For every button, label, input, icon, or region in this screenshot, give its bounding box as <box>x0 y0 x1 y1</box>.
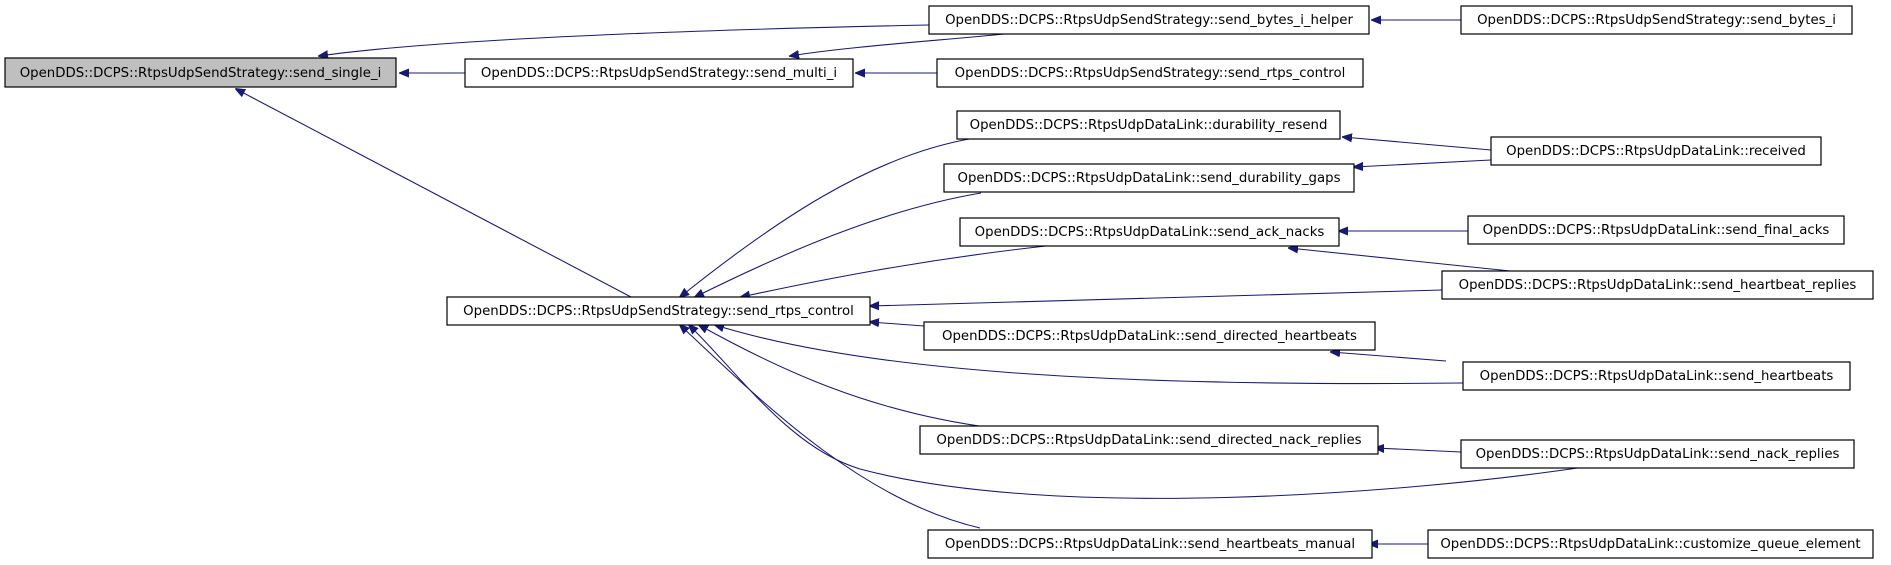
node-send-ack-nacks[interactable]: OpenDDS::DCPS::RtpsUdpDataLink::send_ack… <box>959 217 1340 247</box>
node-label: OpenDDS::DCPS::RtpsUdpSendStrategy::send… <box>1477 13 1836 28</box>
node-label: OpenDDS::DCPS::RtpsUdpDataLink::send_dir… <box>936 433 1361 448</box>
edge-send-nack-replies-to-send-rtps-control <box>689 325 1592 499</box>
node-send-bytes-i-helper[interactable]: OpenDDS::DCPS::RtpsUdpSendStrategy::send… <box>928 5 1370 35</box>
node-send-directed-nack-replies[interactable]: OpenDDS::DCPS::RtpsUdpDataLink::send_dir… <box>919 425 1379 455</box>
node-label: OpenDDS::DCPS::RtpsUdpDataLink::send_hea… <box>1459 278 1857 293</box>
node-strategy-send-rtps-control-top[interactable]: OpenDDS::DCPS::RtpsUdpSendStrategy::send… <box>936 58 1364 88</box>
node-send-bytes-i[interactable]: OpenDDS::DCPS::RtpsUdpSendStrategy::send… <box>1460 5 1853 35</box>
edge-send-bytes-i-helper-to-send-multi-i <box>790 31 1025 56</box>
edge-send-rtps-control-to-send-single-i <box>236 89 632 298</box>
node-label: OpenDDS::DCPS::RtpsUdpSendStrategy::send… <box>955 66 1346 81</box>
node-label: OpenDDS::DCPS::RtpsUdpSendStrategy::send… <box>945 13 1353 28</box>
edge-send-heartbeats-manual-to-send-rtps-control <box>680 325 981 529</box>
node-send-durability-gaps[interactable]: OpenDDS::DCPS::RtpsUdpDataLink::send_dur… <box>943 163 1355 193</box>
node-customize-queue-element[interactable]: OpenDDS::DCPS::RtpsUdpDataLink::customiz… <box>1427 529 1874 559</box>
node-label: OpenDDS::DCPS::RtpsUdpSendStrategy::send… <box>20 66 382 81</box>
node-send-multi-i[interactable]: OpenDDS::DCPS::RtpsUdpSendStrategy::send… <box>464 58 854 88</box>
node-label: OpenDDS::DCPS::RtpsUdpDataLink::send_ack… <box>975 225 1325 240</box>
edge-send-directed-heartbeats-to-send-rtps-control <box>870 322 925 326</box>
node-label: OpenDDS::DCPS::RtpsUdpDataLink::durabili… <box>970 118 1328 133</box>
node-label: OpenDDS::DCPS::RtpsUdpDataLink::send_nac… <box>1476 447 1840 462</box>
node-send-nack-replies[interactable]: OpenDDS::DCPS::RtpsUdpDataLink::send_nac… <box>1460 439 1855 469</box>
node-send-directed-heartbeats[interactable]: OpenDDS::DCPS::RtpsUdpDataLink::send_dir… <box>923 321 1376 351</box>
node-label: OpenDDS::DCPS::RtpsUdpDataLink::send_fin… <box>1483 223 1830 238</box>
node-send-final-acks[interactable]: OpenDDS::DCPS::RtpsUdpDataLink::send_fin… <box>1467 215 1845 245</box>
edge-received-to-send-durability-gaps <box>1354 159 1492 167</box>
node-send-single-i[interactable]: OpenDDS::DCPS::RtpsUdpSendStrategy::send… <box>4 57 397 88</box>
edge-send-heartbeat-replies-to-send-rtps-control <box>870 289 1443 306</box>
node-label: OpenDDS::DCPS::RtpsUdpDataLink::send_hea… <box>945 537 1355 552</box>
edge-send-directed-nack-replies-to-send-rtps-control <box>699 325 994 429</box>
node-send-heartbeats-manual[interactable]: OpenDDS::DCPS::RtpsUdpDataLink::send_hea… <box>927 529 1373 559</box>
edge-durability-resend-to-send-rtps-control <box>680 137 976 297</box>
node-send-heartbeats[interactable]: OpenDDS::DCPS::RtpsUdpDataLink::send_hea… <box>1462 361 1851 391</box>
node-label: OpenDDS::DCPS::RtpsUdpDataLink::send_dur… <box>957 171 1340 186</box>
nodes: OpenDDS::DCPS::RtpsUdpSendStrategy::send… <box>4 5 1874 559</box>
edge-send-nack-replies-to-send-directed-nack-replies <box>1375 448 1462 452</box>
edge-send-bytes-i-helper-to-send-single-i <box>319 24 930 56</box>
node-label: OpenDDS::DCPS::RtpsUdpDataLink::send_dir… <box>942 329 1357 344</box>
edge-send-heartbeat-replies-to-send-ack-nacks <box>1289 248 1521 273</box>
node-received[interactable]: OpenDDS::DCPS::RtpsUdpDataLink::received <box>1490 136 1822 166</box>
edges <box>236 20 1592 544</box>
node-label: OpenDDS::DCPS::RtpsUdpDataLink::send_hea… <box>1480 369 1834 384</box>
edge-send-heartbeats-to-send-rtps-control <box>715 325 1464 385</box>
node-label: OpenDDS::DCPS::RtpsUdpSendStrategy::send… <box>463 304 854 319</box>
edge-send-heartbeats-to-send-directed-heartbeats <box>1331 352 1447 362</box>
node-label: OpenDDS::DCPS::RtpsUdpDataLink::customiz… <box>1440 537 1860 552</box>
node-label: OpenDDS::DCPS::RtpsUdpDataLink::received <box>1506 144 1806 159</box>
node-label: OpenDDS::DCPS::RtpsUdpSendStrategy::send… <box>481 66 837 81</box>
node-send-heartbeat-replies[interactable]: OpenDDS::DCPS::RtpsUdpDataLink::send_hea… <box>1441 270 1874 300</box>
edge-received-to-durability-resend <box>1343 137 1492 151</box>
edge-send-ack-nacks-to-send-rtps-control <box>741 245 1047 297</box>
edge-send-durability-gaps-to-send-rtps-control <box>695 192 982 297</box>
node-durability-resend[interactable]: OpenDDS::DCPS::RtpsUdpDataLink::durabili… <box>956 110 1341 140</box>
node-strategy-send-rtps-control[interactable]: OpenDDS::DCPS::RtpsUdpSendStrategy::send… <box>446 296 871 326</box>
